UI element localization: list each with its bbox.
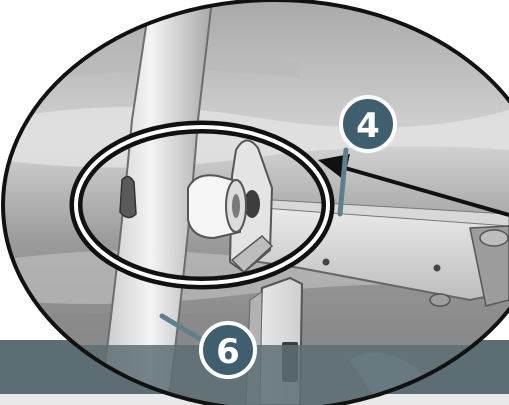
rail-bolt-hole (433, 264, 441, 272)
callout-4-label: 4 (356, 106, 380, 146)
post-slot (119, 175, 137, 219)
callout-6: 6 (159, 313, 257, 379)
callout-6-label: 6 (216, 332, 240, 372)
rail-bolt-hole (322, 258, 330, 266)
highlight-ring (69, 120, 335, 290)
callout-4: 4 (337, 95, 397, 217)
